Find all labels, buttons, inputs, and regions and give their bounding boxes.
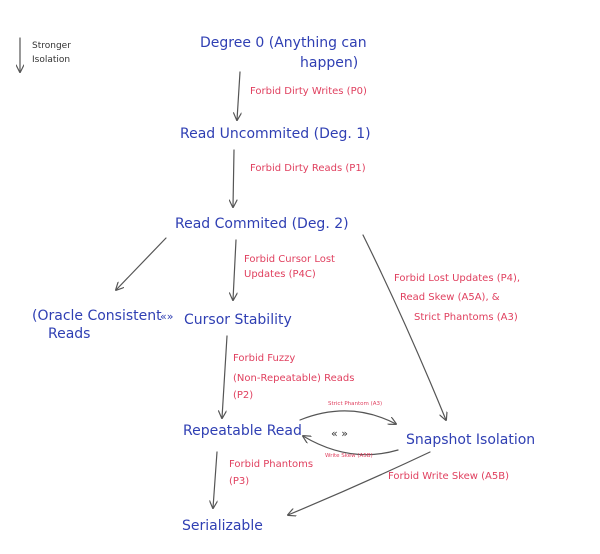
incomparable-symbol-rr-si: « » — [331, 427, 348, 440]
node-degree-0-line-2: happen) — [300, 55, 358, 71]
node-serializable: Serializable — [182, 518, 263, 534]
arrow-read-uncommitted-to-read-committed — [233, 149, 234, 207]
arrow-read-committed-to-cursor-stability — [233, 239, 236, 300]
node-oracle-consistent-reads-line-2: Reads — [48, 326, 90, 342]
label-forbid-lost-updates: Forbid Lost Updates (P4), — [394, 273, 520, 284]
arrow-snapshot-isolation-to-repeatable-read — [303, 436, 399, 456]
label-forbid-phantoms: Forbid Phantoms — [229, 459, 313, 470]
arrow-degree0-to-read-uncommitted — [237, 71, 240, 120]
label-forbid-fuzzy-reads: Forbid Fuzzy — [233, 353, 295, 364]
arrow-repeatable-read-to-serializable — [213, 451, 217, 508]
node-repeatable-read: Repeatable Read — [183, 423, 302, 439]
label-forbid-phantoms-line-2: (P3) — [229, 476, 249, 487]
label-forbid-cursor-lost-updates-line-2: Updates (P4C) — [244, 269, 316, 280]
label-forbid-lost-updates-line-3: Strict Phantoms (A3) — [414, 312, 518, 323]
legend-line-1: Stronger — [32, 41, 71, 51]
arrow-read-committed-to-oracle — [116, 237, 167, 290]
node-read-committed: Read Commited (Deg. 2) — [175, 216, 349, 232]
arrow-read-committed-to-snapshot-isolation — [362, 234, 446, 420]
label-strict-phantom: Strict Phantom (A3) — [328, 401, 382, 407]
label-forbid-cursor-lost-updates: Forbid Cursor Lost — [244, 254, 335, 265]
node-degree-0: Degree 0 (Anything can — [200, 35, 367, 51]
incomparable-symbol-oracle-cursor: «» — [160, 310, 173, 323]
legend: Stronger Isolation — [20, 37, 71, 72]
label-forbid-write-skew: Forbid Write Skew (A5B) — [388, 471, 509, 482]
node-oracle-consistent-reads: (Oracle Consistent — [32, 308, 162, 324]
legend-line-2: Isolation — [32, 55, 70, 65]
label-forbid-dirty-writes: Forbid Dirty Writes (P0) — [250, 86, 367, 97]
label-forbid-fuzzy-reads-line-3: (P2) — [233, 390, 253, 401]
node-read-uncommitted: Read Uncommited (Deg. 1) — [180, 126, 371, 142]
node-snapshot-isolation: Snapshot Isolation — [406, 432, 535, 448]
arrow-repeatable-read-to-snapshot-isolation — [299, 410, 396, 424]
label-forbid-fuzzy-reads-line-2: (Non-Repeatable) Reads — [233, 373, 354, 384]
arrow-snapshot-isolation-to-serializable — [288, 451, 431, 515]
label-write-skew-small: Write Skew (A5B) — [325, 453, 373, 459]
label-forbid-lost-updates-line-2: Read Skew (A5A), & — [400, 292, 500, 303]
label-forbid-dirty-reads: Forbid Dirty Reads (P1) — [250, 163, 366, 174]
arrow-cursor-stability-to-repeatable-read — [222, 335, 228, 418]
node-cursor-stability: Cursor Stability — [184, 312, 292, 328]
